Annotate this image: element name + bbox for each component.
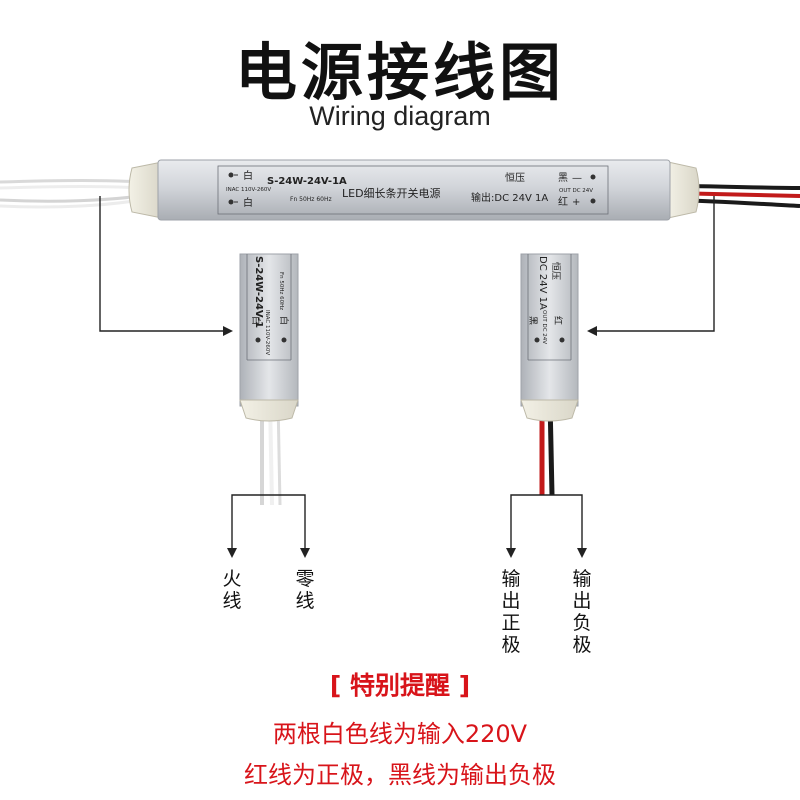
left-side-label-2: 白 (278, 316, 290, 325)
top-device-name: LED细长条开关电源 (342, 186, 441, 200)
left-side-label-1: 白 (250, 316, 262, 325)
page-title: 电源接线图 (234, 36, 565, 109)
positive-output-label: 输出正极 (501, 568, 521, 656)
top-in-label-2: 白 (243, 196, 253, 209)
top-input-voltage: INAC 110V-260V (226, 187, 271, 193)
top-frequency: Fn 50Hz 60Hz (290, 196, 332, 203)
top-out-dc: OUT DC 24V (559, 188, 593, 194)
left-side-model: S-24W-24V-1 (253, 256, 264, 328)
left-side-freq: Fn 50Hz 60Hz (278, 272, 284, 310)
top-out-red: 红 (558, 195, 568, 208)
right-side-red: 红 (552, 316, 564, 325)
top-constant-voltage: 恒压 (505, 171, 525, 184)
notice-line-2: 红线为正极，黑线为输出负极 (244, 761, 556, 789)
top-plus: + (572, 197, 580, 208)
left-side-voltage: INAC 110V-260V (264, 310, 270, 355)
top-power-supply: 白 白 INAC 110V-260V S-24W-24V-1A Fn 50Hz … (0, 159, 800, 221)
top-minus: — (572, 173, 582, 184)
neutral-wire-label: 零线 (295, 568, 315, 612)
page-subtitle: Wiring diagram (309, 101, 491, 131)
input-white-wires-top (0, 179, 141, 209)
right-side-black: 黑 (527, 316, 538, 325)
notice-heading: [ 特别提醒 ] (329, 671, 471, 700)
connector-left (99, 196, 233, 336)
live-neutral-arrows (227, 494, 310, 558)
left-side-view: S-24W-24V-1 Fn 50Hz 60Hz INAC 110V-260V … (239, 253, 299, 506)
polarity-arrows (506, 494, 587, 558)
top-model-text: S-24W-24V-1A (267, 176, 347, 187)
right-side-view: DC 24V 1A 恒压 OUT DC 24V 黑 红 (520, 253, 579, 496)
right-side-out-dc: OUT DC 24V (541, 310, 547, 344)
top-out-black: 黑 (558, 172, 568, 184)
right-side-cv: 恒压 (550, 262, 562, 280)
top-in-label-1: 白 (243, 169, 253, 182)
connector-right (587, 196, 715, 336)
negative-output-label: 输出负极 (572, 568, 592, 656)
right-side-output: DC 24V 1A (537, 256, 548, 310)
top-output-spec: 输出:DC 24V 1A (471, 191, 548, 204)
live-wire-label: 火线 (222, 568, 242, 612)
notice-line-1: 两根白色线为输入220V (272, 720, 528, 748)
